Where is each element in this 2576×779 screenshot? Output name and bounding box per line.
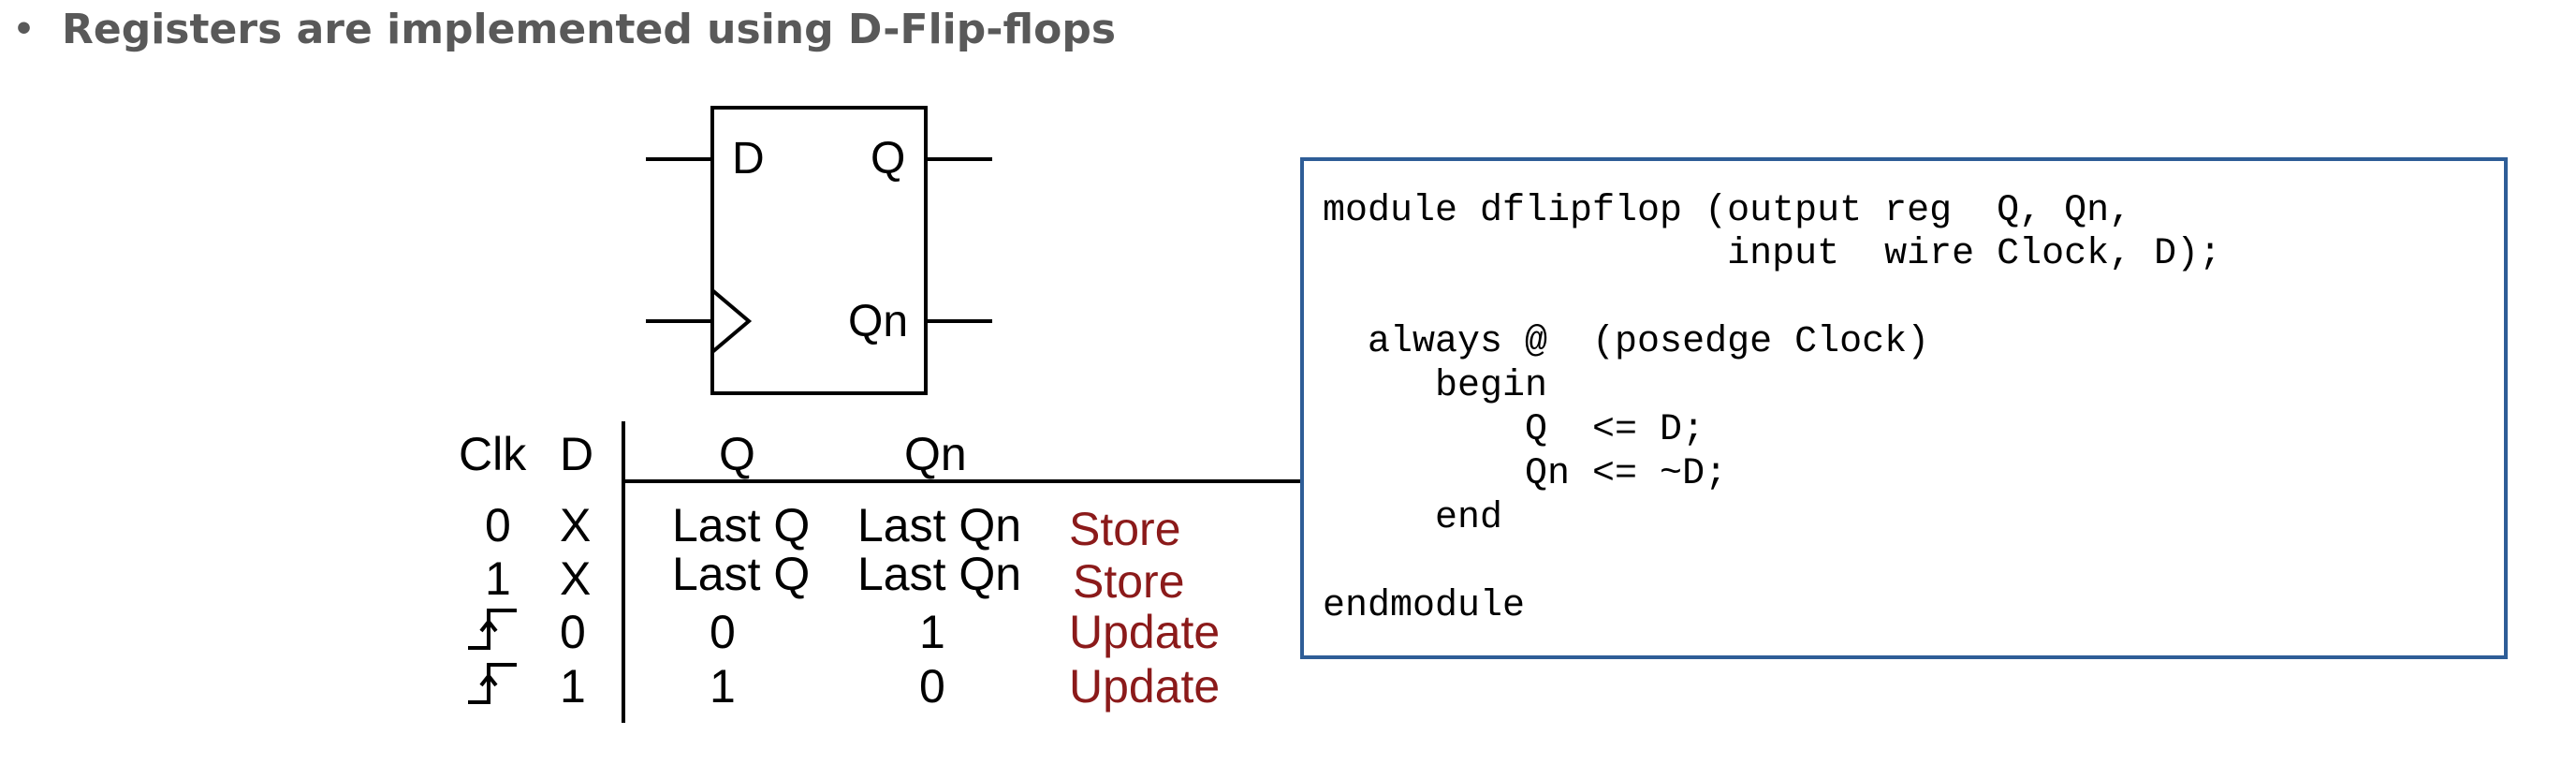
truth-table: Clk D Q Qn 0 X Last Q Last Qn Store 1 X … [440, 421, 1494, 740]
row1-status: Store [1069, 503, 1181, 555]
row2-status: Store [1073, 555, 1185, 608]
code-line-10: endmodule [1323, 585, 1526, 627]
rising-edge-icon [468, 663, 517, 704]
slide-bullet: • Registers are implemented using D-Flip… [13, 0, 1116, 58]
code-line-6: Q <= D; [1323, 409, 1705, 451]
row1-clk: 0 [485, 499, 511, 551]
header-d: D [560, 428, 594, 480]
row2-q: Last Q [672, 548, 811, 600]
row1-q: Last Q [672, 499, 811, 551]
header-qn: Qn [904, 428, 967, 480]
flipflop-body [710, 106, 928, 395]
code-line-1: module dflipflop (output reg Q, Qn, [1323, 190, 2132, 232]
row4-qn: 0 [919, 660, 945, 713]
header-q: Q [719, 428, 755, 480]
row2-qn: Last Qn [857, 548, 1022, 600]
row3-status: Update [1069, 606, 1221, 658]
flipflop-label-d: D [732, 134, 765, 184]
code-line-4: always @ (posedge Clock) [1323, 321, 1930, 363]
row3-q: 0 [710, 606, 736, 658]
code-line-8: end [1323, 497, 1503, 539]
row1-d: X [560, 499, 592, 551]
bullet-point: • [13, 9, 36, 49]
clock-triangle-icon [710, 288, 753, 354]
code-line-5: begin [1323, 365, 1548, 407]
table-horizontal-rule [622, 479, 1494, 483]
header-clk: Clk [459, 428, 527, 480]
flipflop-label-qn: Qn [848, 297, 908, 346]
table-vertical-rule [622, 421, 625, 723]
row4-status: Update [1069, 660, 1221, 713]
code-line-7: Qn <= ~D; [1323, 453, 1728, 495]
row3-d: 0 [560, 606, 586, 658]
row3-qn: 1 [919, 606, 945, 658]
code-panel: module dflipflop (output reg Q, Qn, inpu… [1300, 157, 2508, 659]
row4-q: 1 [710, 660, 736, 713]
row1-qn: Last Qn [857, 499, 1022, 551]
row2-d: X [560, 552, 592, 605]
row4-d: 1 [560, 660, 586, 713]
bullet-text: Registers are implemented using D-Flip-f… [62, 5, 1117, 53]
code-line-2: input wire Clock, D); [1323, 233, 2222, 275]
d-flipflop-symbol: D Q Qn [646, 106, 992, 395]
flipflop-label-q: Q [871, 134, 905, 184]
row2-clk: 1 [485, 552, 511, 605]
rising-edge-icon [468, 609, 517, 650]
